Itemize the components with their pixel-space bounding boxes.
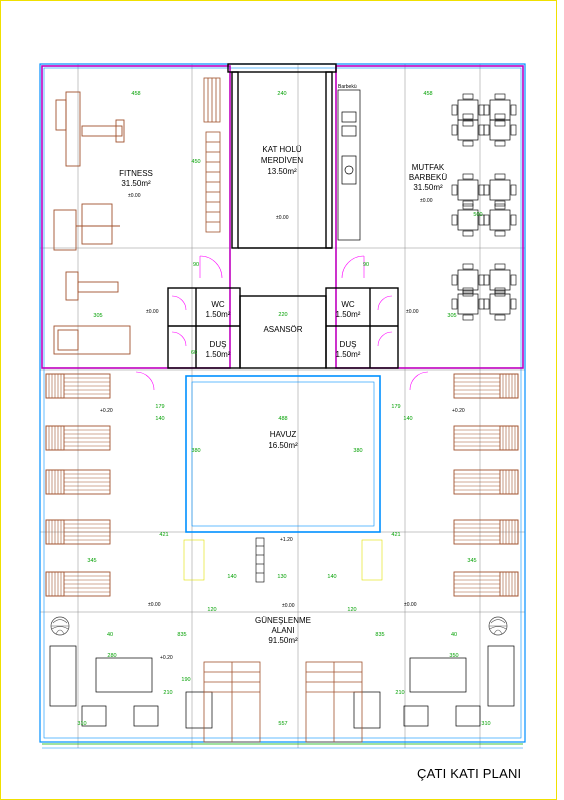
dimension-label: 500 [473, 212, 482, 218]
dimension-label: 40 [107, 632, 113, 638]
dimension-label: 179 [155, 404, 164, 410]
wc-right-area: 1.50m² [336, 310, 361, 319]
dimension-label: 450 [191, 159, 200, 165]
level-mark: ±0.00 [146, 309, 159, 315]
dus-right-area: 1.50m² [336, 350, 361, 359]
dimension-label: 305 [447, 313, 456, 319]
dimension-label: 210 [163, 690, 172, 696]
dimension-label: 835 [375, 632, 384, 638]
dimension-label: 350 [449, 653, 458, 659]
level-mark: ±0.00 [276, 215, 289, 221]
gunes-label: GÜNEŞLENME [255, 616, 311, 625]
level-mark: ±0.00 [406, 309, 419, 315]
dimension-label: 835 [177, 632, 186, 638]
level-mark: ±0.00 [148, 602, 161, 608]
dimension-label: 557 [278, 721, 287, 727]
wc-left-area: 1.50m² [206, 310, 231, 319]
dimension-label: 310 [77, 721, 86, 727]
dimension-label: 140 [403, 416, 412, 422]
dus-right-label: DUŞ [340, 340, 357, 349]
asansor-label: ASANSÖR [263, 325, 302, 334]
level-mark: ±0.00 [420, 198, 433, 204]
doors [135, 255, 429, 391]
kitchen-counters [337, 89, 361, 241]
level-mark: ±0.00 [404, 602, 417, 608]
dimension-label: 140 [327, 574, 336, 580]
wc-right-label: WC [341, 300, 355, 309]
dimension-label: 120 [347, 607, 356, 613]
pool-steps [183, 537, 383, 583]
kat-holu-label: KAT HOLÜ [262, 145, 301, 154]
alani-label: ALANI [271, 626, 294, 635]
fitness-label: FITNESS [119, 169, 153, 178]
dimension-label: 380 [191, 448, 200, 454]
barbeku-small-label: Barbekü [338, 84, 357, 90]
fitness-equipment [53, 91, 131, 355]
central-loungers [203, 661, 363, 743]
dimension-label: 40 [451, 632, 457, 638]
dimension-label: 421 [391, 532, 400, 538]
dimension-label: 90 [193, 262, 199, 268]
stairs [203, 77, 221, 233]
level-mark: +0.20 [160, 655, 173, 661]
level-mark: +0.20 [452, 408, 465, 414]
wc-left-label: WC [211, 300, 225, 309]
dimension-label: 140 [227, 574, 236, 580]
dimension-label: 458 [423, 91, 432, 97]
level-mark: +1.20 [280, 537, 293, 543]
core-walls [167, 63, 399, 369]
dimension-label: 345 [467, 558, 476, 564]
dimension-label: 90 [363, 262, 369, 268]
barbeku-label: BARBEKÜ [409, 173, 447, 182]
grid-lines [40, 64, 525, 748]
dimension-label: 220 [278, 312, 287, 318]
mutfak-label: MUTFAK [412, 163, 445, 172]
dimension-label: 458 [131, 91, 140, 97]
havuz-label: HAVUZ [270, 430, 297, 439]
dimension-label: 210 [395, 690, 404, 696]
dimension-label: 240 [277, 91, 286, 97]
dimension-label: 60 [191, 350, 197, 356]
dimension-label: 421 [159, 532, 168, 538]
dining-tables [451, 93, 517, 321]
plan-title: ÇATI KATI PLANI [417, 766, 522, 781]
dimension-label: 310 [481, 721, 490, 727]
dimension-label: 140 [155, 416, 164, 422]
gunes-area: 91.50m² [268, 636, 298, 645]
dimension-label: 120 [207, 607, 216, 613]
dimension-label: 380 [353, 448, 362, 454]
dimension-label: 305 [93, 313, 102, 319]
lounge-furniture [49, 645, 515, 729]
dus-left-area: 1.50m² [206, 350, 231, 359]
pool [185, 375, 381, 533]
level-mark: ±0.00 [282, 603, 295, 609]
dimension-label: 280 [107, 653, 116, 659]
dimension-label: 130 [277, 574, 286, 580]
fitness-area: 31.50m² [121, 179, 151, 188]
level-mark: +0.20 [100, 408, 113, 414]
dus-left-label: DUŞ [210, 340, 227, 349]
dimension-label: 345 [87, 558, 96, 564]
dimension-label: 179 [391, 404, 400, 410]
dimension-label: 190 [181, 677, 190, 683]
level-mark: ±0.00 [128, 193, 141, 199]
kat-holu-area: 13.50m² [267, 167, 297, 176]
mutfak-area: 31.50m² [413, 183, 443, 192]
sun-loungers [45, 373, 519, 597]
havuz-area: 16.50m² [268, 441, 298, 450]
dimension-label: 488 [278, 416, 287, 422]
merdiven-label: MERDİVEN [261, 156, 303, 165]
